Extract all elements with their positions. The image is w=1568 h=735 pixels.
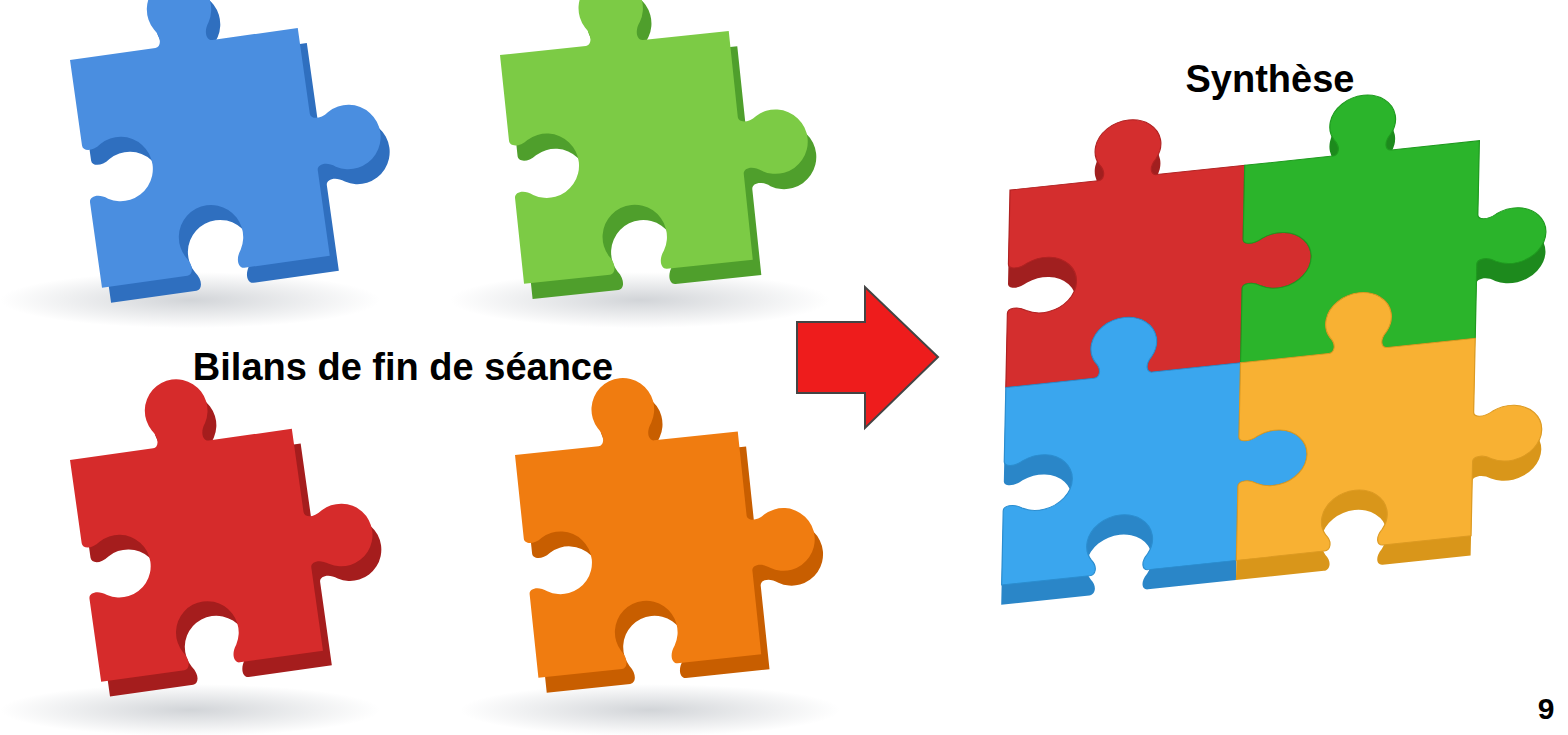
group-label: Bilans de fin de séance [193, 347, 613, 389]
orange-piece [460, 359, 840, 735]
blue-piece [0, 0, 405, 328]
assembled-puzzle [1001, 76, 1549, 605]
arrow [797, 287, 938, 428]
page-number: 9 [1538, 692, 1555, 725]
green-piece [450, 0, 830, 328]
group-label: Synthèse [1186, 59, 1355, 101]
red-piece [0, 354, 397, 735]
